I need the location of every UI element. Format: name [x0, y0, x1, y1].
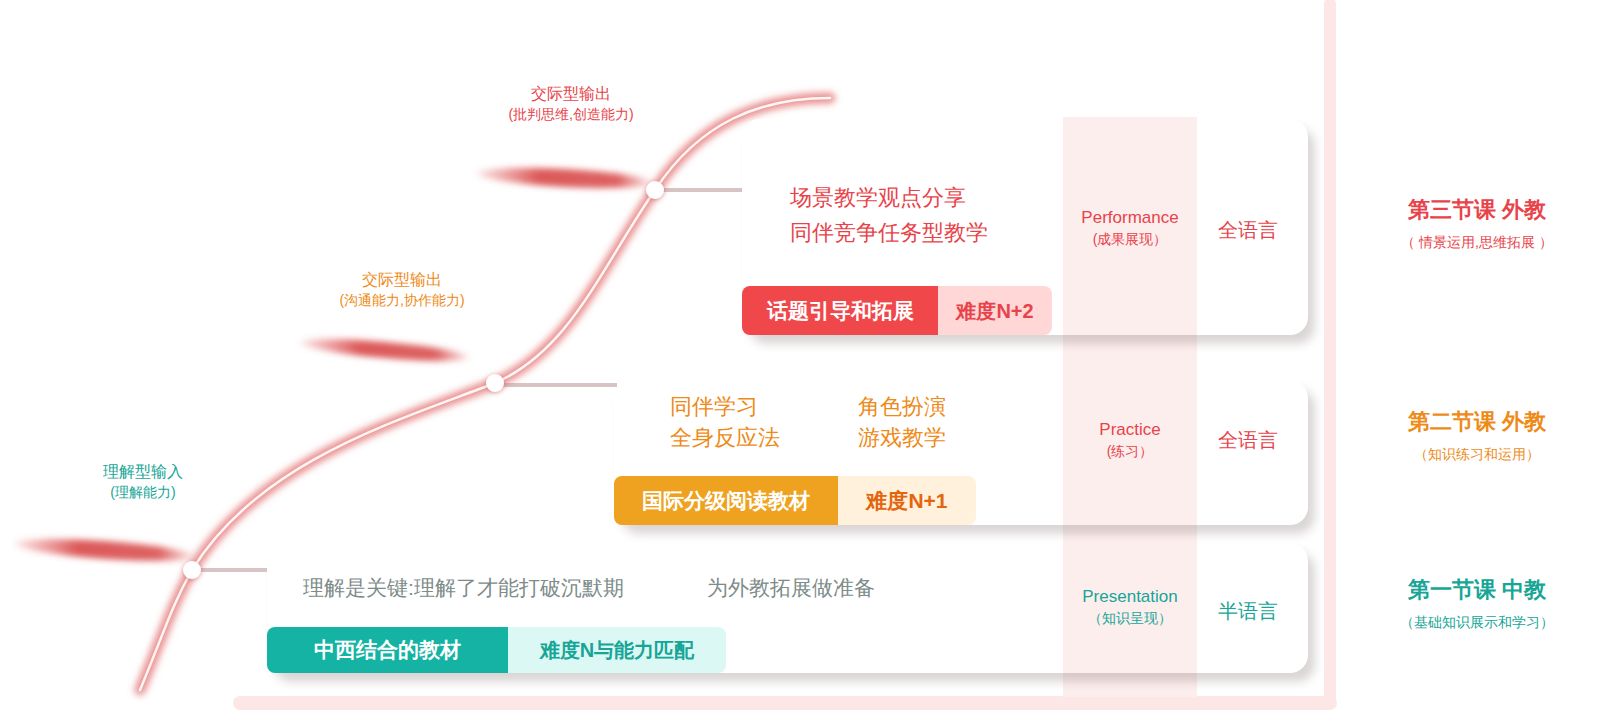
brush-stroke [477, 164, 654, 191]
panel-text: Presentation [1082, 587, 1177, 607]
column-band [1063, 117, 1197, 697]
material-tag: 中西结合的教材 [267, 627, 508, 673]
panel-text: 全语言 [1218, 428, 1278, 452]
stage-label: （ 情景运用,思维拓展 ） [1401, 234, 1553, 251]
panel-text: 为外教拓展做准备 [707, 575, 875, 600]
tag-text: 话题引导和拓展 [767, 298, 914, 323]
curve-dot [486, 374, 504, 392]
lesson-title: 第三节课 外教 [1408, 197, 1546, 223]
stage-label: (沟通能力,协作能力) [339, 292, 464, 309]
panel-text: 角色扮演 [858, 394, 946, 420]
leader-line [495, 383, 617, 387]
tag-text: 国际分级阅读教材 [642, 488, 810, 513]
panel-text: Practice [1099, 420, 1160, 440]
panel-text: 同伴学习 [670, 394, 758, 420]
lesson-panel: 同伴学习 角色扮演全身反应法 游戏教学 Practice (练习） 全语言国际分级阅读教材… [614, 380, 1308, 525]
difficulty-tag: 难度N+1 [838, 476, 976, 525]
panel-text: 全语言 [1218, 218, 1278, 242]
difficulty-tag: 难度N+2 [938, 286, 1052, 335]
panel-text: 同伴竞争任务型教学 [790, 220, 988, 246]
material-tag: 国际分级阅读教材 [614, 476, 838, 525]
lesson-panel: 理解是关键:理解了才能打破沉默期 为外教拓展做准备 Presentation （知识呈… [267, 543, 1308, 673]
stage-label: （基础知识展示和学习） [1400, 614, 1554, 631]
tag-text: 难度N+1 [866, 488, 947, 513]
stage-label: 交际型输出 [362, 270, 442, 289]
panel-text: (成果展现） [1093, 231, 1168, 248]
panel-text: 场景教学观点分享 [790, 185, 966, 211]
lesson-title: 第一节课 中教 [1408, 577, 1546, 603]
stage-label: （知识练习和运用） [1414, 446, 1540, 463]
difficulty-tag: 难度N与能力匹配 [508, 627, 726, 673]
stage-label: (批判思维,创造能力) [508, 106, 633, 123]
leader-line [655, 188, 745, 192]
panel-text: 理解是关键:理解了才能打破沉默期 [303, 575, 624, 600]
stage-label: 交际型输出 [531, 84, 611, 103]
leader-line [192, 568, 270, 572]
tag-text: 难度N与能力匹配 [540, 638, 694, 662]
panel-text: (练习） [1107, 443, 1154, 460]
material-tag: 话题引导和拓展 [742, 286, 938, 335]
brush-stroke [300, 335, 471, 366]
axis-vertical [1324, 4, 1336, 703]
column-band [1063, 543, 1197, 673]
lesson-panel: 场景教学观点分享同伴竞争任务型教学 Performance (成果展现） 全语言话题引… [742, 119, 1308, 335]
tag-text: 难度N+2 [956, 299, 1033, 323]
stage-label: (理解能力) [110, 484, 175, 501]
lesson-title: 第二节课 外教 [1408, 409, 1546, 435]
panel-text: 游戏教学 [858, 425, 946, 451]
curve-dot [646, 181, 664, 199]
panel-text: （知识呈现） [1088, 610, 1172, 627]
panel-text: 全身反应法 [670, 425, 780, 451]
curve-dot [183, 561, 201, 579]
tag-text: 中西结合的教材 [314, 637, 461, 662]
panel-text: 半语言 [1218, 599, 1278, 623]
stage-label: 理解型输入 [103, 462, 183, 481]
axis-horizontal [240, 696, 1330, 710]
brush-stroke [15, 535, 196, 566]
panel-text: Performance [1081, 208, 1178, 228]
